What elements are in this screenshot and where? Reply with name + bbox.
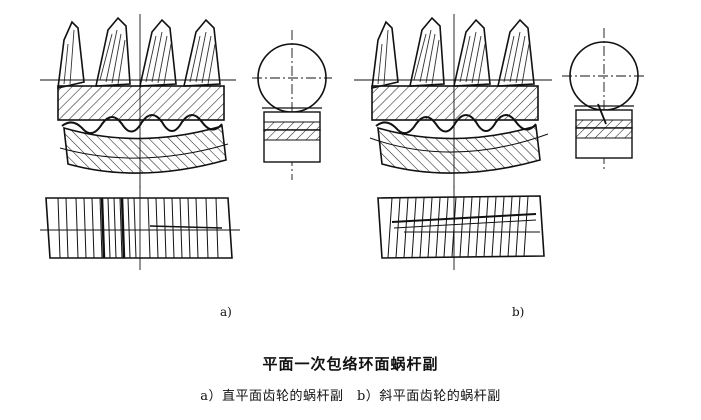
plan-view-b [377, 186, 545, 270]
mesh-profile-a [61, 114, 223, 135]
worm-teeth-shading-b [377, 29, 530, 85]
figure-title: 平面一次包络环面蜗杆副 [262, 355, 439, 373]
side-view-a [252, 30, 332, 180]
pitch-arc-a [59, 143, 229, 159]
figure-a [40, 14, 332, 270]
gear-section-b [377, 124, 541, 174]
figure-b-label: b) [512, 305, 525, 319]
figure-b [354, 14, 646, 270]
plan-view-a [40, 186, 240, 270]
center-lines-b [354, 14, 552, 188]
worm-section-a [57, 85, 225, 121]
pitch-arc-b [369, 133, 549, 153]
worm-teeth-a [57, 16, 221, 90]
worm-section-b [371, 85, 539, 121]
side-view-b [562, 28, 646, 170]
worm-teeth-shading-a [63, 29, 216, 85]
gear-section-a [63, 124, 227, 174]
mesh-profile-b [375, 114, 537, 135]
figure-caption: a）直平面齿轮的蜗杆副 b）斜平面齿轮的蜗杆副 [200, 389, 501, 404]
center-lines-a [40, 14, 236, 188]
worm-teeth-b [371, 16, 535, 90]
figure-a-label: a) [220, 305, 232, 319]
